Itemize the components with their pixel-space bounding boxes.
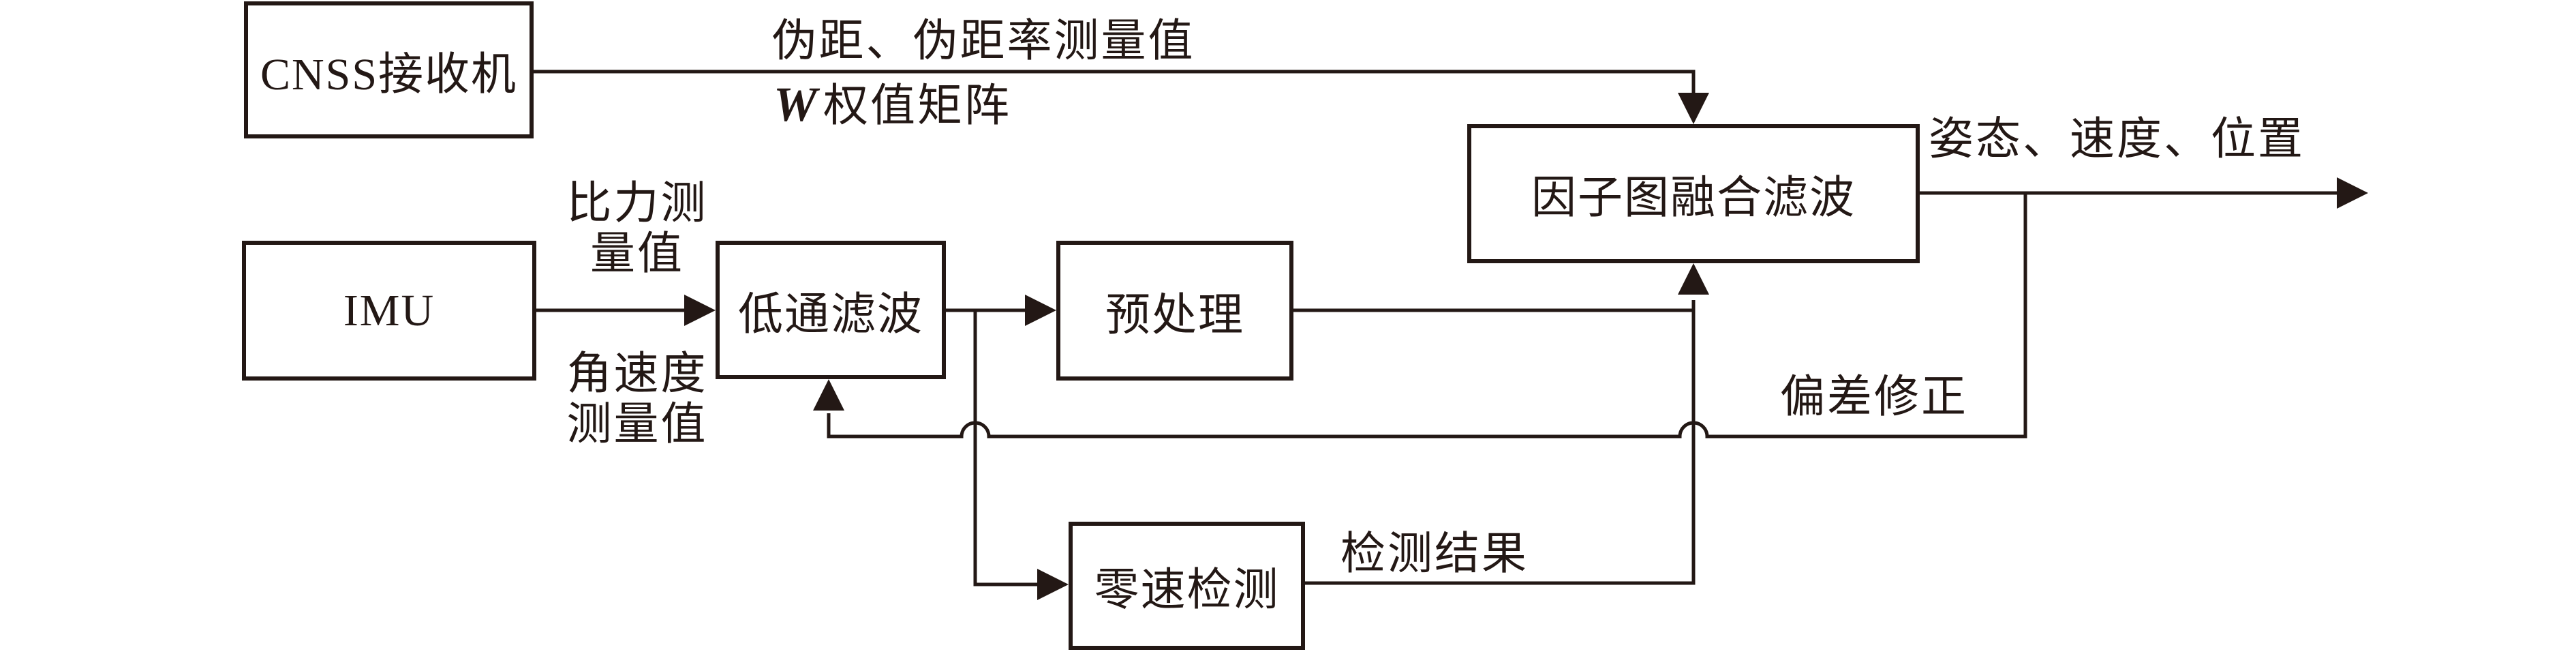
label-weight-matrix: W权值矩阵 — [773, 79, 1011, 132]
node-preprocess: 预处理 — [1056, 241, 1293, 381]
label-pseudorange-measurements: 伪距、伪距率测量值 — [771, 16, 1195, 66]
arrowhead-right-preprocess-icon — [1025, 295, 1056, 326]
node-imu-label: IMU — [343, 285, 435, 336]
node-cnss-receiver: CNSS接收机 — [244, 1, 534, 138]
label-angular-rate-line1: 角速度 — [566, 349, 708, 399]
label-angular-rate-line2: 测量值 — [566, 400, 708, 449]
edge-preprocess-to-fusion — [1293, 300, 1696, 585]
weight-matrix-text: 权值矩阵 — [823, 81, 1012, 131]
label-specific-force-line2: 量值 — [590, 229, 684, 279]
edge-cnss-to-fusion — [534, 70, 1696, 95]
weight-matrix-symbol: W — [773, 77, 820, 132]
arrowhead-right-output-icon — [2337, 177, 2368, 209]
node-lowpass-label: 低通滤波 — [738, 289, 923, 340]
node-preprocess-label: 预处理 — [1105, 290, 1244, 340]
node-factor-label: 因子图融合滤波 — [1531, 173, 1856, 223]
label-specific-force-line1: 比力测 — [566, 179, 708, 228]
node-zerovel-label: 零速检测 — [1094, 565, 1280, 615]
label-angular-rate: 角速度 测量值 — [567, 349, 708, 450]
arrowhead-right-lowpass-icon — [684, 295, 716, 326]
node-factor-graph-fusion-filter: 因子图融合滤波 — [1467, 124, 1920, 263]
edge-lowpass-branch-to-zerovel — [973, 310, 1040, 586]
node-lowpass-filter: 低通滤波 — [716, 241, 946, 379]
label-output-attitude-velocity-position: 姿态、速度、位置 — [1929, 115, 2305, 164]
label-detection-result: 检测结果 — [1340, 529, 1529, 579]
arrowhead-right-zerovel-icon — [1037, 569, 1069, 600]
node-imu: IMU — [242, 241, 536, 381]
arrowhead-up-lowpass-bottom-icon — [813, 379, 844, 411]
arrowhead-up-fusion-bottom-icon — [1678, 263, 1709, 295]
node-zero-velocity-detection: 零速检测 — [1069, 522, 1305, 650]
edge-bias-feedback — [827, 193, 2027, 439]
node-cnss-label: CNSS接收机 — [260, 49, 518, 100]
arrowhead-down-fusion-top-icon — [1678, 93, 1709, 124]
label-specific-force: 比力测 量值 — [567, 179, 708, 280]
label-bias-correction: 偏差修正 — [1780, 372, 1968, 422]
